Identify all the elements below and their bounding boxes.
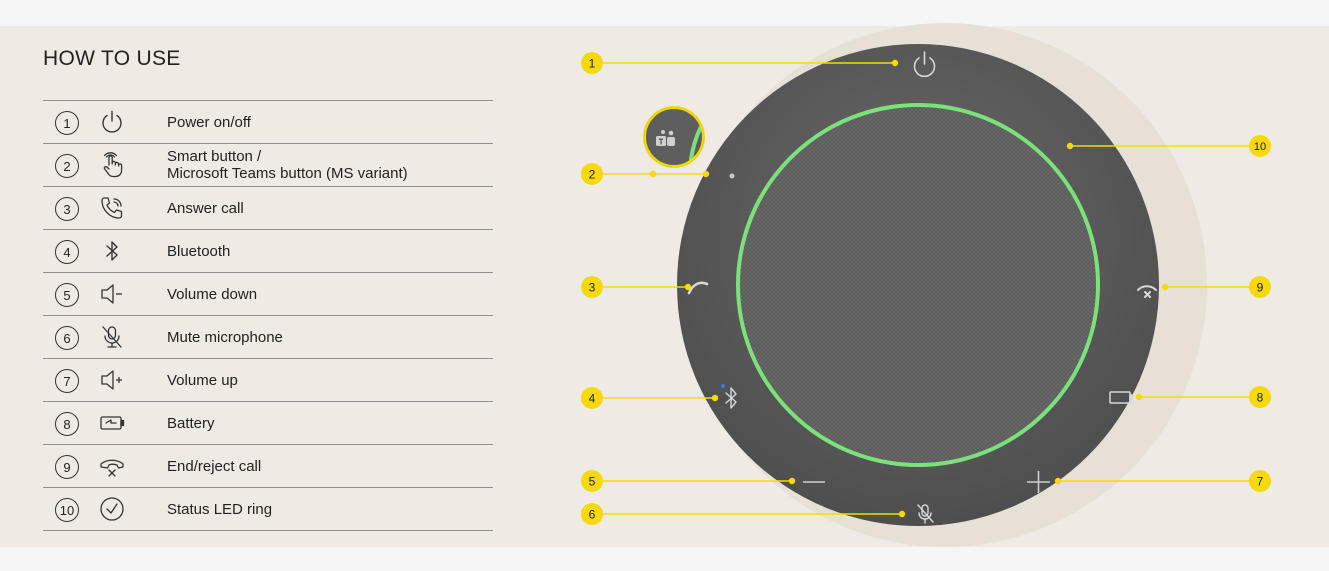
legend-row: 5 Volume down <box>43 272 493 315</box>
callout-label: 6 <box>589 508 596 522</box>
callout-badge: 8 <box>1249 386 1271 408</box>
legend-label-line: Status LED ring <box>167 500 273 518</box>
callout-leaders <box>594 59 1259 518</box>
callout-badge: 3 <box>581 276 603 298</box>
status-led-icon <box>99 496 125 522</box>
callout-badge: 1 <box>581 52 603 74</box>
battery-icon <box>99 410 125 436</box>
legend-label-line: Battery <box>167 414 215 432</box>
legend-label: Power on/off <box>167 101 251 143</box>
legend-number: 5 <box>55 283 79 307</box>
legend-list: 1 Power on/off 2 Smart button /Microsoft… <box>43 100 493 531</box>
legend-label-line: Microsoft Teams button (MS variant) <box>167 165 408 182</box>
end-call-icon <box>99 453 125 479</box>
callout-label: 9 <box>1257 281 1264 295</box>
callout-badge: 4 <box>581 387 603 409</box>
legend-row: 9 End/reject call <box>43 444 493 487</box>
volume-down-icon <box>99 281 125 307</box>
legend-label: Mute microphone <box>167 316 283 358</box>
power-icon <box>99 109 125 135</box>
legend-label-line: Volume down <box>167 285 258 303</box>
legend-label: Volume down <box>167 273 257 315</box>
callout-badge: 6 <box>581 503 603 525</box>
callout-label: 2 <box>589 168 596 182</box>
legend-label-line: Smart button / <box>167 148 262 165</box>
legend-row: 1 Power on/off <box>43 100 493 143</box>
callout-label: 1 <box>589 57 596 71</box>
callout-label: 4 <box>589 392 596 406</box>
legend-number: 4 <box>55 240 79 264</box>
bluetooth-status-dot <box>721 384 725 388</box>
status-led-ring <box>736 103 1100 467</box>
device-battery-icon <box>1109 391 1134 404</box>
page-title: HOW TO USE <box>43 47 181 70</box>
speaker-grille <box>740 107 1096 463</box>
legend-label: Status LED ring <box>167 488 272 530</box>
legend-number: 3 <box>55 197 79 221</box>
legend-label-line: Mute microphone <box>167 328 283 346</box>
legend-row: 10 Status LED ring <box>43 487 493 531</box>
callout-label: 10 <box>1254 141 1266 153</box>
callout-badge: 5 <box>581 470 603 492</box>
device-mute-microphone-icon[interactable] <box>917 504 934 524</box>
legend-label-line: Bluetooth <box>167 242 231 260</box>
legend-label: Bluetooth <box>167 230 230 272</box>
legend-number: 10 <box>55 498 79 522</box>
teams-logo-icon <box>656 130 675 146</box>
legend-number: 6 <box>55 326 79 350</box>
callout-label: 5 <box>589 475 596 489</box>
legend-row: 6 Mute microphone <box>43 315 493 358</box>
legend-label: End/reject call <box>167 445 261 487</box>
legend-label: Smart button /Microsoft Teams button (MS… <box>167 144 408 186</box>
legend-row: 7 Volume up <box>43 358 493 401</box>
callout-badge: 7 <box>1249 470 1271 492</box>
device-smart-button-dot[interactable] <box>729 173 735 179</box>
device-power-icon[interactable] <box>913 51 936 78</box>
legend-label-line: Answer call <box>167 199 244 217</box>
legend-number: 1 <box>55 111 79 135</box>
bluetooth-icon <box>99 238 125 264</box>
device-end-call-icon[interactable] <box>1137 285 1157 298</box>
device-bluetooth-icon[interactable] <box>725 387 737 409</box>
legend-row: 3 Answer call <box>43 186 493 229</box>
callout-badge: 2 <box>581 163 603 185</box>
answer-call-icon <box>99 195 125 221</box>
volume-up-icon <box>99 367 125 393</box>
legend-number: 2 <box>55 154 79 178</box>
legend-label: Battery <box>167 402 215 444</box>
callout-badge: 10 <box>1249 135 1271 157</box>
legend-number: 7 <box>55 369 79 393</box>
device-volume-up-icon[interactable] <box>1027 471 1050 493</box>
legend-label: Answer call <box>167 187 244 229</box>
callout-label: 8 <box>1257 391 1264 405</box>
legend-label-line: Power on/off <box>167 113 251 131</box>
callout-label: 3 <box>589 281 596 295</box>
device-answer-call-icon[interactable] <box>687 281 709 295</box>
legend-label: Volume up <box>167 359 238 401</box>
callout-badge: 9 <box>1249 276 1271 298</box>
legend-label-line: End/reject call <box>167 457 262 475</box>
legend-row: 2 Smart button /Microsoft Teams button (… <box>43 143 493 186</box>
legend-label-line: Volume up <box>167 371 238 389</box>
legend-number: 9 <box>55 455 79 479</box>
mute-microphone-icon <box>99 324 125 350</box>
callout-label: 7 <box>1257 475 1264 489</box>
legend-row: 4 Bluetooth <box>43 229 493 272</box>
smart-button-hand-icon <box>99 152 125 178</box>
legend-number: 8 <box>55 412 79 436</box>
legend-row: 8 Battery <box>43 401 493 444</box>
